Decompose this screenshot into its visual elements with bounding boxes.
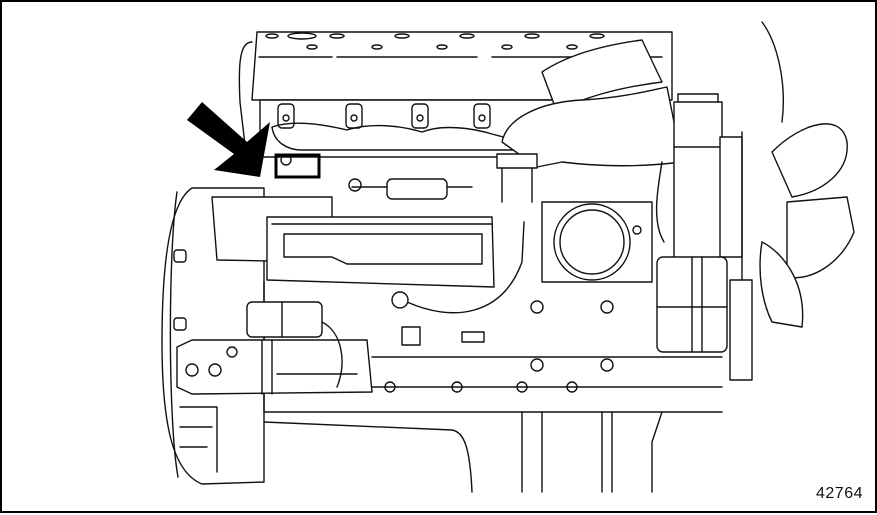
wiring-harness bbox=[391, 161, 665, 314]
highlight-box bbox=[274, 153, 321, 179]
turbo-outlet bbox=[541, 201, 653, 283]
callout-arrow bbox=[187, 102, 270, 177]
flywheel-housing bbox=[161, 187, 265, 485]
manifold-bolts bbox=[277, 103, 491, 129]
intake-manifold bbox=[211, 196, 495, 288]
starter-motor bbox=[176, 301, 373, 395]
figure-id-label: 42764 bbox=[816, 485, 863, 502]
alternator bbox=[656, 256, 753, 381]
cooling-fan bbox=[741, 21, 855, 333]
filter-canister bbox=[673, 93, 743, 263]
fuel-filter bbox=[348, 178, 473, 200]
intake-pipes bbox=[496, 39, 683, 203]
oil-pan bbox=[263, 411, 663, 493]
exhaust-manifold bbox=[259, 99, 563, 166]
